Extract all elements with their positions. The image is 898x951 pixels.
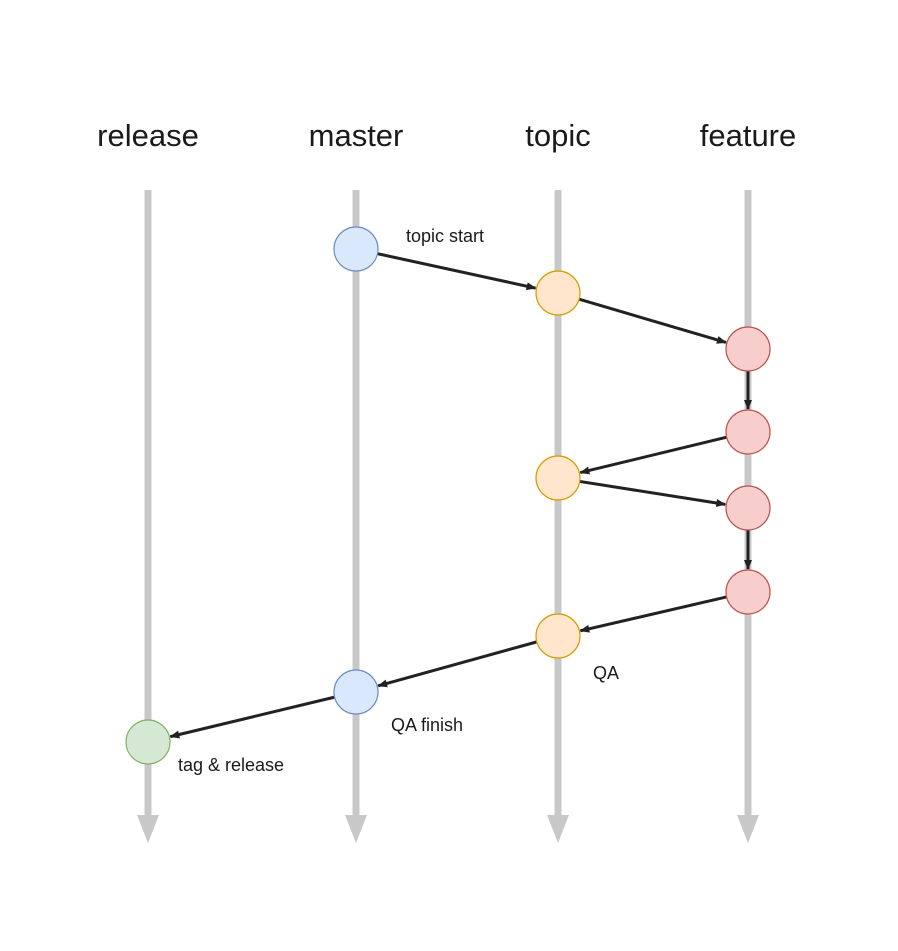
commit-node-feature-f1 [725,326,771,372]
lane-line-release [137,190,159,843]
commit-node-topic-t2 [535,455,581,501]
arrow-m2-to-r1 [169,695,335,739]
commit-node-topic-t1 [535,270,581,316]
commit-nodes [125,226,771,765]
commit-node-master-m2 [333,669,379,715]
lane-title-release: release [97,118,199,153]
lane-title-feature: feature [700,118,797,153]
arrow-f2-to-t2 [579,435,727,475]
commit-node-feature-f3 [725,485,771,531]
lane-title-master: master [309,118,404,153]
annotation-tag-release: tag & release [178,755,284,775]
arrow-t2-to-f3 [579,479,727,507]
lane-lines [137,190,759,843]
commit-node-release-r1 [125,719,171,765]
arrow-t1-to-f1 [578,297,727,344]
arrow-t3-to-m2 [377,640,538,688]
arrow-f4-to-t3 [579,595,727,633]
commit-node-topic-t3 [535,613,581,659]
commit-node-master-m1 [333,226,379,272]
annotation-topic-start: topic start [406,226,484,246]
commit-node-feature-f2 [725,409,771,455]
lane-line-master [345,190,367,843]
lane-title-topic: topic [525,118,590,153]
arrow-m1-to-t1 [377,252,537,291]
annotation-qa-finish: QA finish [391,715,463,735]
annotation-qa: QA [593,663,619,683]
commit-node-feature-f4 [725,569,771,615]
commit-arrows [169,252,752,739]
